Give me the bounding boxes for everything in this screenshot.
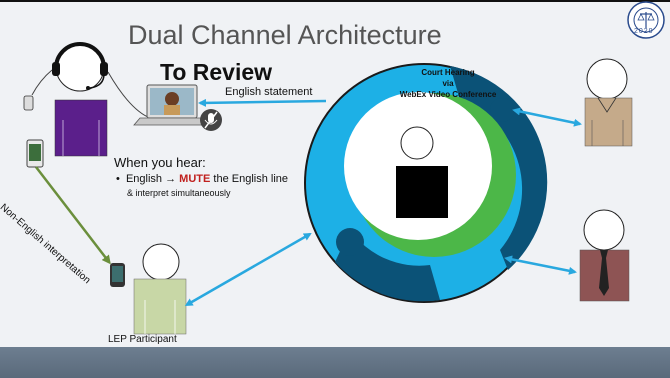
court-person <box>396 126 448 218</box>
mute-keyword: MUTE <box>179 173 211 185</box>
seal-icon <box>627 1 665 39</box>
when-you-hear-heading: When you hear: <box>114 155 206 170</box>
remote-participant-bottom <box>579 209 630 302</box>
lep-link-arrow <box>184 232 312 306</box>
court-hearing-line-1: Court Hearing <box>421 68 475 77</box>
laptop-icon <box>133 84 211 126</box>
right-top-link-arrow <box>512 107 582 127</box>
instruction-bullet-continuation: & interpret simultaneously <box>127 188 231 198</box>
bullet-dot: • <box>116 173 126 185</box>
top-border <box>0 0 670 2</box>
interpreter-person <box>31 42 151 157</box>
slide-title: Dual Channel Architecture <box>128 20 442 50</box>
english-statement-arrow <box>198 98 327 107</box>
bullet-arrow: → <box>165 173 177 185</box>
bullet-prefix: English <box>125 173 163 185</box>
microphone-muted-icon <box>200 109 222 131</box>
phone-small-icon <box>110 263 125 287</box>
court-hearing-line-3: WebEx Video Conference <box>399 90 497 99</box>
footer-bar <box>0 347 670 378</box>
court-hearing-line-2: via <box>442 79 454 88</box>
court-hearing-label: Court Hearing via WebEx Video Conference <box>388 67 508 100</box>
headset-icon <box>52 42 108 90</box>
bullet-suffix: the English line <box>213 173 289 185</box>
lep-participant-label: LEP Participant <box>108 334 177 345</box>
lep-participant <box>133 243 187 335</box>
remote-participant-top <box>584 58 633 147</box>
non-english-arrow <box>35 166 111 265</box>
right-bottom-link-arrow <box>504 255 577 275</box>
tie-icon <box>599 250 609 296</box>
seal-year: 2020 <box>634 28 654 35</box>
instruction-bullet: • English → MUTE the English line <box>116 173 288 185</box>
english-statement-label: English statement <box>225 86 313 98</box>
slide-subtitle: To Review <box>160 59 273 85</box>
phone-icon <box>23 95 44 168</box>
